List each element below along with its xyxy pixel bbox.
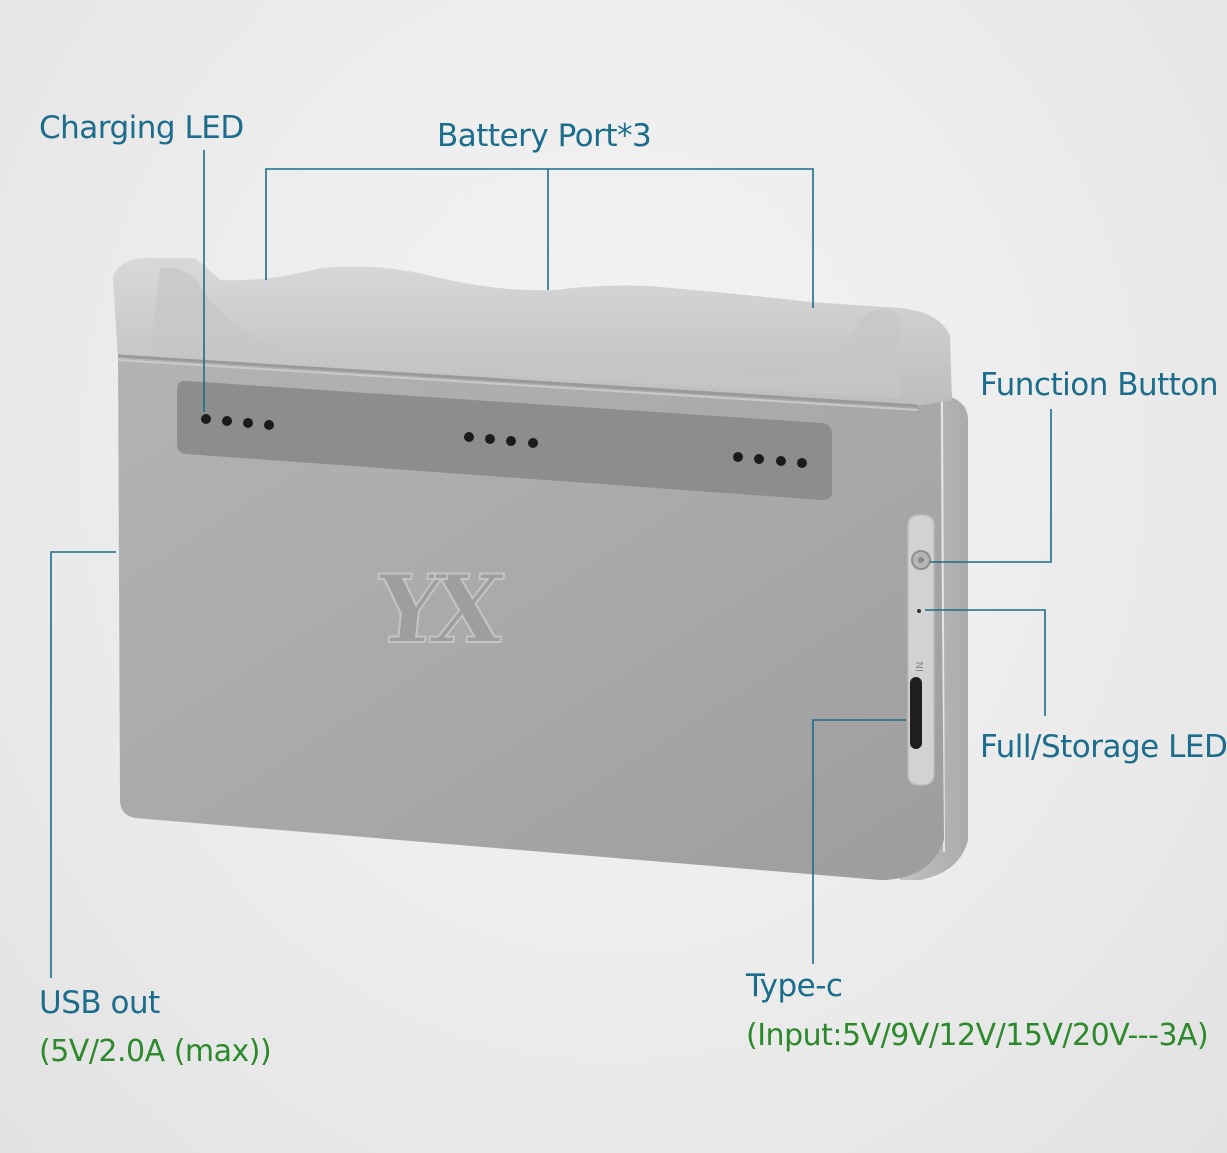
charging-led-1-1 <box>201 414 211 424</box>
full-storage-led-icon <box>917 609 921 613</box>
callout-line-usb-out <box>50 551 116 978</box>
function-button-label: Function Button <box>980 367 1219 403</box>
callout-line-full-storage-led <box>925 609 1046 716</box>
type-c-port-icon <box>910 677 922 749</box>
charging-led-3-2 <box>754 454 764 464</box>
charging-led-3-3 <box>776 456 786 466</box>
charging-led-2-2 <box>485 434 495 444</box>
charging-led-3-4 <box>797 458 807 468</box>
charging-led-1-4 <box>264 420 274 430</box>
usb-out-spec: (5V/2.0A (max)) <box>39 1034 272 1069</box>
side-edge <box>941 401 945 853</box>
charging-led-2-1 <box>464 432 474 442</box>
callout-line-function-button <box>930 409 1052 563</box>
charging-led-label: Charging LED <box>39 110 244 146</box>
usb-out-label: USB out <box>39 985 160 1021</box>
type-c-label: Type-c <box>746 968 843 1004</box>
type-c-spec: (Input:5V/9V/12V/15V/20V---3A) <box>746 1018 1209 1053</box>
cradle-seam-highlight <box>117 359 919 411</box>
charging-led-1-3 <box>243 418 253 428</box>
callout-line-type-c <box>812 719 906 964</box>
callout-line-battery-port <box>265 168 814 308</box>
cradle-seam <box>117 354 919 408</box>
cradle-inner-scoop <box>150 267 900 398</box>
yx-logo: YX <box>369 555 510 665</box>
led-strip <box>177 380 832 500</box>
battery-port-label: Battery Port*3 <box>437 118 652 154</box>
charging-led-3-1 <box>733 452 743 462</box>
in-port-label: IN <box>915 662 926 672</box>
charging-led-2-4 <box>528 438 538 448</box>
charging-led-2-3 <box>506 436 516 446</box>
function-button-center <box>918 557 924 563</box>
full-storage-led-label: Full/Storage LED <box>980 729 1227 765</box>
charging-led-1-2 <box>222 416 232 426</box>
